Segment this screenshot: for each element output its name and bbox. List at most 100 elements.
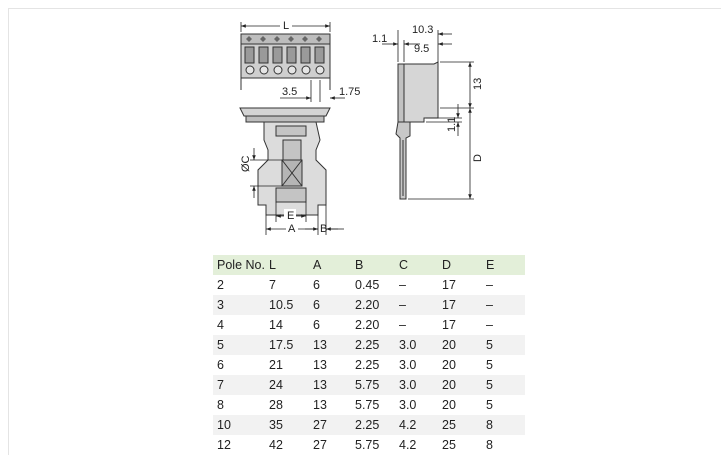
table-cell: 10.5 [269,298,294,312]
table-cell: 8 [486,418,493,432]
header-D: D [442,258,452,272]
table-cell: 24 [269,378,283,392]
label-height-13: 13 [472,78,484,90]
table-cell: 2.25 [355,418,380,432]
table-cell: 4 [217,318,224,332]
table-cell: – [399,298,406,312]
table-row: 3 10.5 6 2.20 – 17 – [213,295,525,315]
dim-side-top [382,30,452,62]
table-row: 8 28 13 5.75 3.0 20 5 [213,395,525,415]
label-L: L [283,20,289,32]
header-A: A [313,258,322,272]
table-cell: 20 [442,338,456,352]
table-cell: 17 [442,278,456,292]
table-cell: 28 [269,398,283,412]
table-cell: 4.2 [399,438,417,452]
table-header-row: Pole No. L A B C D E [213,255,525,275]
table-cell: 5 [486,378,493,392]
side-view [395,61,439,200]
table-cell: 20 [442,378,456,392]
label-width-inner: 9.5 [414,43,429,55]
label-width-outer: 10.3 [412,24,433,36]
dimension-table: Pole No. L A B C D E 2 7 6 0.45 – 17 – 3… [213,255,525,455]
label-left-gap: 1.1 [372,33,387,45]
table-cell: 25 [442,418,456,432]
table-cell: 5.75 [355,398,380,412]
table-row: 6 21 13 2.25 3.0 20 5 [213,355,525,375]
header-E: E [486,258,495,272]
table-cell: 6 [313,298,320,312]
table-cell: 8 [217,398,224,412]
table-cell: 0.45 [355,278,380,292]
dim-pitch [280,80,345,102]
table-cell: 27 [313,438,327,452]
table-cell: 6 [313,318,320,332]
label-D: D [472,154,484,162]
table-cell: 7 [269,278,276,292]
label-A: A [288,223,296,235]
header-C: C [399,258,409,272]
table-cell: 20 [442,358,456,372]
table-cell: 21 [269,358,283,372]
table-cell: 2.20 [355,318,380,332]
table-cell: 5.75 [355,378,380,392]
table-cell: 6 [217,358,224,372]
table-cell: 17 [442,298,456,312]
table-cell: 13 [313,378,327,392]
header-B: B [355,258,364,272]
header-L: L [269,258,276,272]
label-C: ØC [240,155,252,172]
page-frame [8,8,721,455]
technical-drawing: L 3.5 1.75 ØC E [239,18,484,235]
table-cell: 4.2 [399,418,417,432]
front-view [240,33,331,90]
table-cell: 20 [442,398,456,412]
table-cell: 8 [486,438,493,452]
table-cell: 13 [313,338,327,352]
label-height-1-1: 1.1 [446,117,458,132]
table-cell: 2.25 [355,358,380,372]
table-cell: 2.25 [355,338,380,352]
label-offset: 1.75 [339,86,360,98]
table-cell: – [486,318,493,332]
header-pole-no: Pole No. [217,258,265,272]
table-cell: 7 [217,378,224,392]
label-pitch: 3.5 [282,86,297,98]
dim-side-right [408,61,474,200]
table-cell: 5.75 [355,438,380,452]
table-row: 12 42 27 5.75 4.2 25 8 [213,435,525,455]
table-cell: 3.0 [399,358,417,372]
table-cell: 5 [486,358,493,372]
table-cell: 10 [217,418,231,432]
table-cell: 12 [217,438,231,452]
table-row: 7 24 13 5.75 3.0 20 5 [213,375,525,395]
table-cell: 2 [217,278,224,292]
table-cell: 3 [217,298,224,312]
table-row: 10 35 27 2.25 4.2 25 8 [213,415,525,435]
table-cell: 14 [269,318,283,332]
table-cell: 17.5 [269,338,294,352]
table-cell: 17 [442,318,456,332]
dim-C [250,148,282,198]
table-cell: 5 [217,338,224,352]
table-cell: – [486,298,493,312]
table-row: 4 14 6 2.20 – 17 – [213,315,525,335]
table-cell: 2.20 [355,298,380,312]
table-cell: 35 [269,418,283,432]
table-row: 5 17.5 13 2.25 3.0 20 5 [213,335,525,355]
table-cell: 25 [442,438,456,452]
table-cell: – [486,278,493,292]
table-cell: 3.0 [399,398,417,412]
table-cell: 27 [313,418,327,432]
table-cell: 5 [486,398,493,412]
table-cell: 3.0 [399,338,417,352]
table-cell: – [399,278,406,292]
label-B: B [320,223,327,235]
bottom-view [239,107,331,216]
table-cell: 5 [486,338,493,352]
table-cell: 3.0 [399,378,417,392]
table-cell: 13 [313,398,327,412]
table-cell: 6 [313,278,320,292]
table-row: 2 7 6 0.45 – 17 – [213,275,525,295]
table-cell: 42 [269,438,283,452]
